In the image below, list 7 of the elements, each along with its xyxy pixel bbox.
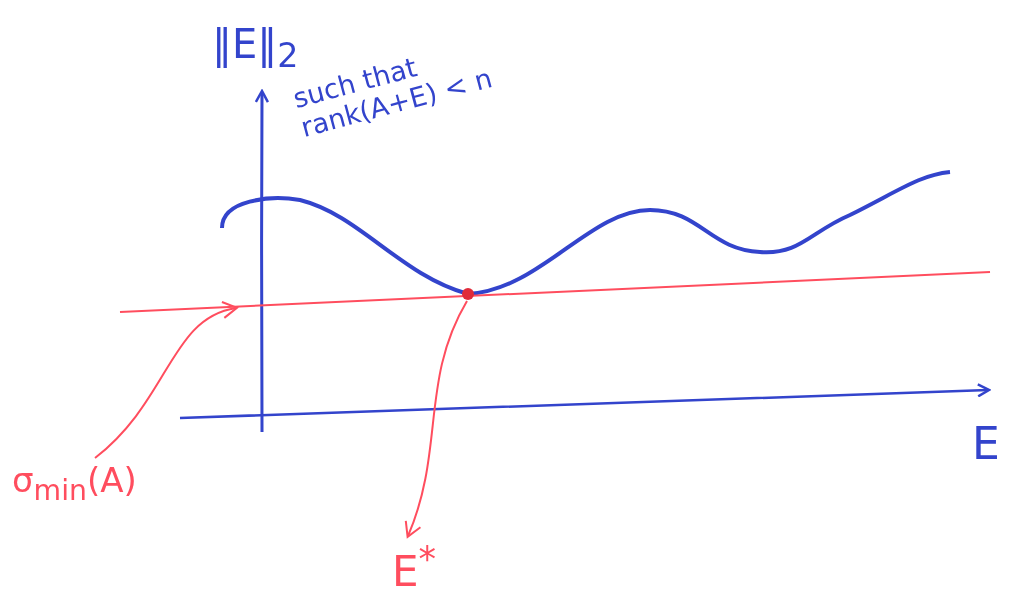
axis-label: E bbox=[972, 420, 1000, 469]
leader-line bbox=[94, 302, 238, 459]
axis-label: ‖E‖$_{2}$ bbox=[212, 22, 299, 75]
axis-label: σ$_{min}$(A) bbox=[12, 462, 137, 506]
point-label: E$^{*}$ bbox=[392, 540, 437, 596]
threshold-line bbox=[119, 271, 991, 313]
leader-line bbox=[404, 300, 468, 538]
